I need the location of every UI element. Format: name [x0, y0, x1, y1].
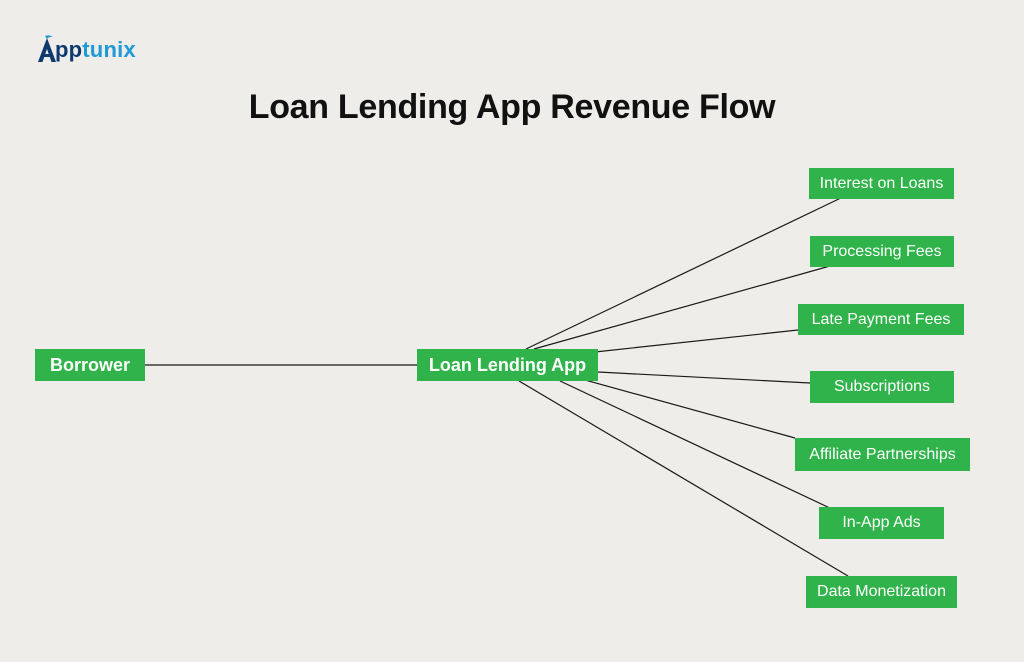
revenue-node-data-monetization: Data Monetization: [806, 576, 957, 608]
revenue-node-affiliate-partnerships: Affiliate Partnerships: [795, 438, 970, 471]
revenue-node-interest-on-loans: Interest on Loans: [809, 168, 954, 199]
revenue-node-late-payment-fees: Late Payment Fees: [798, 304, 964, 335]
logo-wordmark-main: pp: [55, 37, 83, 62]
link-app-interest-on-loans: [525, 195, 846, 350]
logo-wordmark: pptunix: [55, 38, 136, 62]
borrower-node: Borrower: [35, 349, 145, 381]
revenue-node-in-app-ads: In-App Ads: [819, 507, 944, 539]
link-app-in-app-ads: [559, 380, 833, 510]
apptunix-logo-icon: [38, 35, 56, 62]
link-app-late-payment-fees: [594, 329, 799, 353]
loan-lending-app-node: Loan Lending App: [417, 349, 598, 381]
page-title: Loan Lending App Revenue Flow: [248, 88, 776, 126]
apptunix-logo: pptunix: [36, 30, 136, 64]
revenue-node-subscriptions: Subscriptions: [810, 371, 954, 403]
link-app-processing-fees: [533, 265, 831, 350]
link-app-data-monetization: [518, 380, 849, 577]
revenue-node-processing-fees: Processing Fees: [810, 236, 954, 267]
link-app-subscriptions: [597, 371, 811, 384]
logo-wordmark-accent: tunix: [82, 37, 136, 62]
link-app-affiliate-partnerships: [584, 379, 796, 439]
